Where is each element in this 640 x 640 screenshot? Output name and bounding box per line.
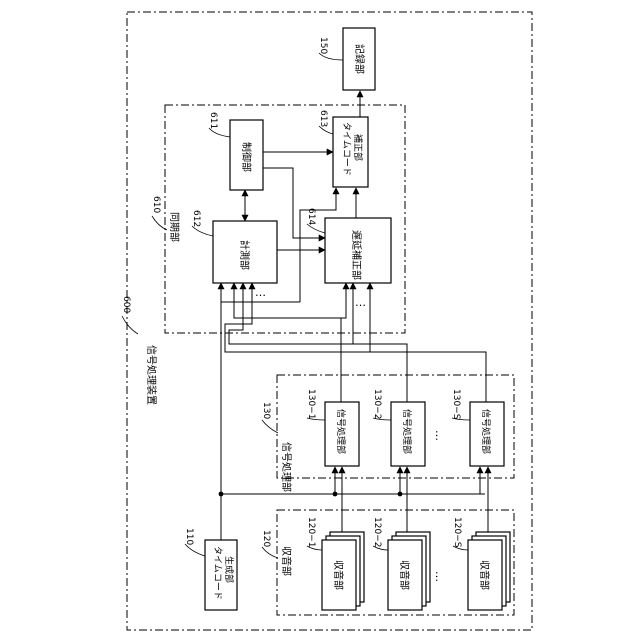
signal-ellipsis: … (433, 430, 446, 441)
device-ref: 600 (121, 296, 131, 313)
device-label: 信号処理装置 (145, 345, 158, 405)
control-label: 制御部 (240, 142, 253, 172)
bus-node-1 (219, 492, 224, 497)
signal-out-1 (341, 283, 346, 402)
measure-label: 計測部 (238, 240, 251, 270)
sync-label: 同期部 (168, 212, 181, 242)
collect-group-ref-lead (262, 547, 278, 558)
delay-correct-label: 遅延補正部 (350, 230, 363, 280)
signal-unit-s-ref: 130−S (451, 389, 461, 420)
sound-unit-1-ref: 120−1 (306, 517, 316, 547)
control-ref-lead (209, 128, 230, 137)
delay-correct-ref: 614 (306, 208, 316, 225)
sound-unit-s-ref: 120−S (452, 517, 462, 548)
sound-ellipsis: … (433, 571, 446, 582)
delay-ellipsis: … (355, 296, 366, 309)
sound-unit-2-ref: 120−2 (372, 517, 382, 547)
signal-unit-1-label: 信号処理部 (335, 409, 347, 454)
sound-unit-2-label: 収音部 (398, 560, 411, 590)
signal-group-ref-lead (262, 420, 278, 433)
timecode-gen-ref: 110 (184, 528, 194, 545)
timecode-gen-ref-lead (185, 544, 205, 556)
signal-unit-s-label: 信号処理部 (480, 409, 492, 454)
record-label: 記録部 (353, 44, 366, 74)
signal-unit-2-label: 信号処理部 (401, 409, 413, 454)
measure-in-1 (234, 283, 341, 318)
collect-group-ref: 120 (261, 530, 271, 547)
tc-correct-ref: 613 (318, 110, 328, 127)
measure-ellipsis: … (255, 286, 266, 299)
signal-group-label: 信号処理部 (280, 442, 293, 492)
tc-correct-label-2: 補正部 (352, 134, 364, 161)
control-ref: 611 (208, 112, 218, 129)
sync-ref: 610 (151, 196, 161, 213)
signal-unit-2-ref: 130−2 (372, 389, 382, 419)
delay-correct-ref-lead (307, 224, 325, 233)
timecode-gen-label-2: 生成部 (223, 556, 235, 583)
timecode-gen-label-1: タイムコード (212, 546, 223, 600)
signal-out-s (370, 283, 486, 402)
measure-ref: 612 (191, 210, 201, 227)
tc-correct-label-1: タイムコード (341, 122, 352, 176)
record-ref: 150 (318, 37, 328, 54)
tc-correct-ref-lead (319, 126, 333, 134)
signal-unit-1-ref: 130−1 (306, 389, 316, 419)
sound-unit-1-label: 収音部 (332, 560, 345, 590)
collect-group-label: 収音部 (280, 546, 293, 576)
sound-unit-s-label: 収音部 (478, 560, 491, 590)
signal-group-ref: 130 (261, 402, 271, 419)
measure-ref-lead (192, 226, 213, 236)
device-ref-lead (122, 316, 138, 334)
